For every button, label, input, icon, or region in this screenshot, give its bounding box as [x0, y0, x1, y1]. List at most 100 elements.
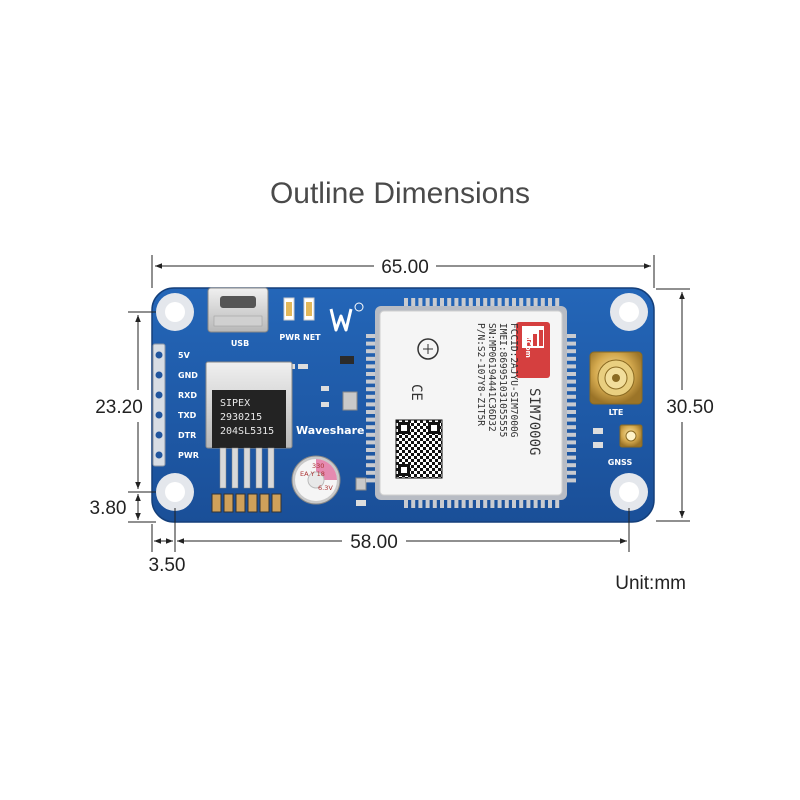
module-pin-pad	[468, 298, 473, 308]
status-leds	[283, 297, 315, 321]
dimension-lines	[128, 255, 690, 552]
module-pin-pad	[411, 498, 416, 508]
capacitor-text-1: EA Y 18	[300, 470, 325, 478]
module-brand: SIMCom	[524, 326, 532, 358]
dimension-hole-spacing-vertical: 23.20	[95, 397, 143, 418]
capacitor-text-2: 330	[312, 462, 324, 470]
module-pin-pad	[366, 463, 376, 468]
module-pin-pad	[425, 498, 430, 508]
module-pin-pad	[566, 379, 576, 384]
module-pin-pad	[366, 394, 376, 399]
module-pin-pad	[366, 425, 376, 430]
voltage-regulator-ic	[205, 361, 293, 489]
mounting-hole-top-right	[610, 293, 648, 331]
module-pin-pad	[490, 298, 495, 308]
dimension-hole-spacing-horizontal: 58.00	[350, 532, 398, 553]
module-pin-pad	[418, 498, 423, 508]
pin-label-5v: 5V	[178, 351, 191, 360]
module-pin-pad	[566, 425, 576, 430]
usb-label: USB	[231, 339, 249, 348]
module-pin-pad	[366, 341, 376, 346]
module-pin-pad	[490, 498, 495, 508]
module-pin-pad	[548, 298, 552, 308]
module-pin-pad	[526, 498, 531, 508]
module-pin-pad	[566, 410, 576, 414]
module-pin-pad	[497, 498, 502, 508]
module-pin-pad	[533, 498, 538, 508]
regulator-text-3: 204SL5315	[220, 426, 274, 437]
module-pin-pad	[533, 298, 538, 308]
module-pin-pad	[512, 498, 516, 508]
module-pin-pad	[566, 402, 576, 407]
ce-mark-icon: CE	[408, 384, 424, 401]
module-pin-pad	[555, 498, 560, 508]
module-pin-pad	[366, 356, 376, 361]
module-pin-pad	[566, 440, 576, 445]
module-pin-pad	[366, 455, 376, 460]
dimension-width-total: 65.00	[381, 257, 429, 278]
module-pin-pad	[483, 298, 488, 308]
module-pin-pad	[566, 478, 576, 483]
module-pin-pad	[461, 498, 466, 508]
module-pin-pad	[454, 298, 459, 308]
module-pin-pad	[566, 463, 576, 468]
module-line-imei: IMEI:869951031055555	[497, 323, 508, 437]
unit-label: Unit:mm	[615, 573, 686, 594]
pwr-net-label: PWR NET	[279, 333, 321, 342]
pcb-board: 5V GND RXD TXD DTR PWR USB PWR NET	[151, 287, 655, 523]
module-pin-pad	[366, 478, 376, 483]
lte-label: LTE	[609, 408, 624, 417]
module-pin-pad	[566, 387, 576, 392]
module-pin-pad	[526, 298, 531, 308]
module-pin-pad	[411, 298, 416, 308]
module-pin-pad	[566, 334, 576, 338]
dimension-hole-offset-vertical: 3.80	[90, 498, 127, 519]
electrolytic-capacitor	[291, 455, 341, 505]
pin-label-dtr: DTR	[178, 431, 196, 440]
module-pin-pad	[566, 356, 576, 361]
module-pin-pad	[519, 298, 524, 308]
dimension-height-total: 30.50	[666, 397, 714, 418]
module-pin-pad	[366, 387, 376, 392]
module-pin-pad	[366, 417, 376, 422]
pin-header	[152, 343, 166, 467]
module-pin-pad	[566, 455, 576, 460]
page-title: Outline Dimensions	[270, 177, 530, 210]
mounting-hole-top-left	[156, 293, 194, 331]
brand-label: Waveshare	[296, 424, 364, 437]
module-pin-pad	[440, 298, 444, 308]
sim7000g-module	[366, 298, 576, 508]
capacitor-text-3: 6.3V	[318, 484, 333, 492]
module-pin-pad	[566, 417, 576, 422]
module-pin-pad	[447, 298, 452, 308]
module-pin-pad	[548, 498, 552, 508]
module-pin-pad	[483, 498, 488, 508]
module-pin-pad	[476, 498, 480, 508]
module-pin-pad	[566, 432, 576, 437]
module-pin-pad	[366, 440, 376, 445]
module-pin-pad	[366, 379, 376, 384]
regulator-text-2: 2930215	[220, 412, 262, 423]
module-pin-pad	[566, 349, 576, 354]
pin-label-rxd: RXD	[178, 391, 197, 400]
module-pin-pad	[468, 498, 473, 508]
module-pin-pad	[447, 498, 452, 508]
module-pin-pad	[566, 470, 576, 475]
module-pin-pad	[540, 298, 545, 308]
module-pin-pad	[366, 334, 376, 338]
module-pin-pad	[540, 498, 545, 508]
module-pin-pad	[504, 498, 509, 508]
module-pin-pad	[366, 364, 376, 369]
module-pin-pad	[566, 364, 576, 369]
module-pin-pad	[555, 298, 560, 308]
module-line-fccid: FCCID:2AJYU-SIM7000G	[508, 323, 519, 438]
module-pin-pad	[366, 372, 376, 376]
module-pin-pad	[440, 498, 444, 508]
pin-label-pwr: PWR	[178, 451, 199, 460]
module-pin-pad	[566, 448, 576, 452]
module-model: SIM7000G	[526, 388, 542, 455]
module-pin-pad	[504, 298, 509, 308]
module-pin-pad	[366, 470, 376, 475]
module-pin-pad	[418, 298, 423, 308]
